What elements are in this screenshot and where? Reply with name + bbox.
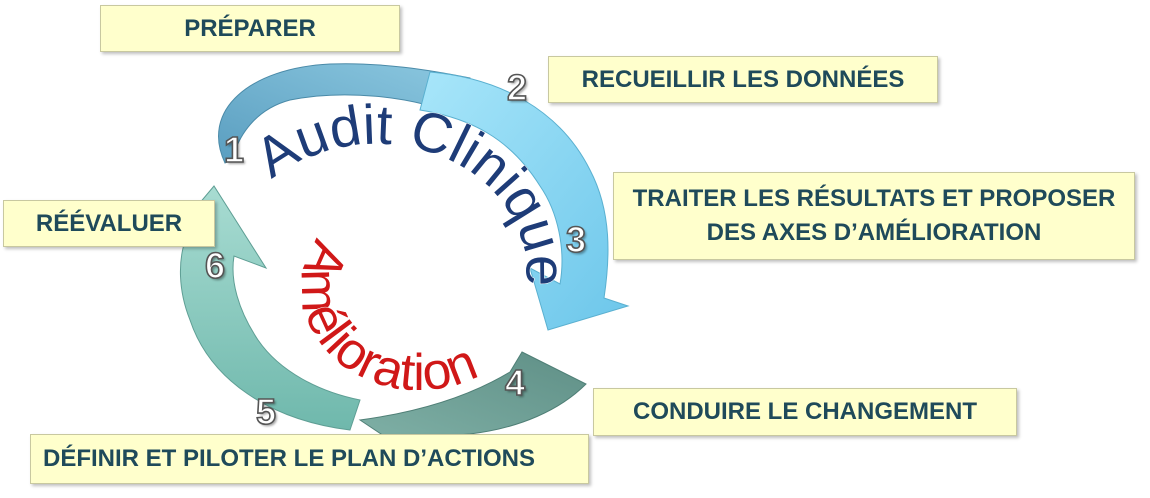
step-number-5: 5 xyxy=(255,391,277,432)
step-number-2: 2 xyxy=(506,67,528,108)
label-reevaluer: RÉÉVALUER xyxy=(3,200,215,247)
label-conduire: CONDUIRE LE CHANGEMENT xyxy=(593,388,1017,436)
arrow-recueillir xyxy=(419,71,630,331)
arrow-conduire xyxy=(358,351,587,441)
label-conduire-text: CONDUIRE LE CHANGEMENT xyxy=(632,398,977,425)
label-definir-text: DÉFINIR ET PILOTER LE PLAN D’ACTIONS xyxy=(43,445,536,472)
step-number-6: 6 xyxy=(204,245,226,286)
label-reevaluer-text: RÉÉVALUER xyxy=(35,209,183,237)
label-traiter-line2: DES AXES D’AMÉLIORATION xyxy=(706,219,1042,246)
arrow-preparer xyxy=(218,63,471,164)
step-number-3: 3 xyxy=(565,219,587,260)
label-traiter: TRAITER LES RÉSULTATS ET PROPOSER DES AX… xyxy=(613,172,1135,260)
label-preparer-text: PRÉPARER xyxy=(184,14,316,42)
label-recueillir-text: RECUEILLIR LES DONNÉES xyxy=(581,65,905,93)
center-bottom-text: Amélioration xyxy=(289,232,484,402)
label-definir: DÉFINIR ET PILOTER LE PLAN D’ACTIONS xyxy=(30,434,589,484)
label-traiter-line1: TRAITER LES RÉSULTATS ET PROPOSER xyxy=(632,185,1116,212)
label-preparer: PRÉPARER xyxy=(100,5,400,52)
step-number-1: 1 xyxy=(223,129,245,170)
step-number-4: 4 xyxy=(504,362,526,403)
label-recueillir: RECUEILLIR LES DONNÉES xyxy=(548,56,938,103)
